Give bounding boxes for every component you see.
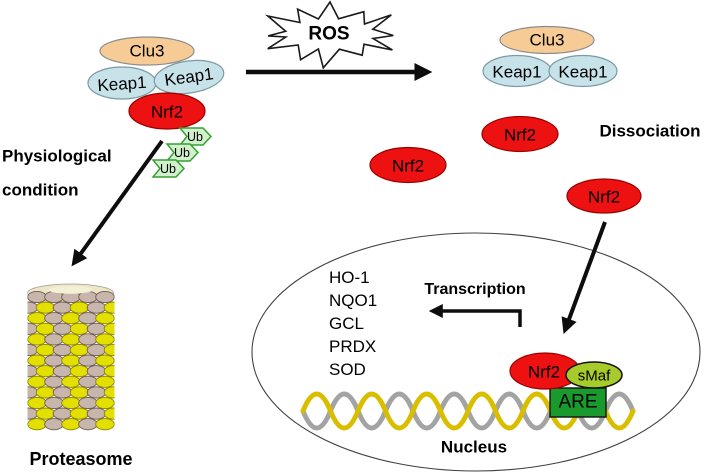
- nrf2-left-label: Nrf2: [150, 102, 184, 122]
- gene-gcl: GCL: [329, 314, 364, 333]
- ub-label-3: Ub: [160, 161, 176, 176]
- are-box: [549, 387, 607, 418]
- keap1-left-a-label: Keap1: [96, 72, 148, 96]
- gene-prdx: PRDX: [329, 337, 377, 356]
- nrf2-nucleus-label: Nrf2: [527, 362, 561, 382]
- keap1-right-a-label: Keap1: [492, 62, 542, 82]
- nrf2-free-left-ellipse: [369, 146, 447, 184]
- keap1-right-b-ellipse: [548, 54, 618, 88]
- nucleus-membrane: [251, 232, 701, 472]
- gene-nqo1: NQO1: [329, 291, 378, 310]
- target-gene-list: HO-1 NQO1 GCL PRDX SOD: [329, 269, 377, 384]
- transcription-arrow: [428, 304, 522, 327]
- ub-tag-icon: [151, 159, 186, 178]
- smaf-label: sMaf: [577, 367, 611, 385]
- transcription-label: Transcription: [424, 281, 526, 298]
- are-label: ARE: [558, 391, 598, 413]
- clu3-left-ellipse: [99, 36, 195, 66]
- degradation-arrow: [71, 139, 164, 267]
- ros-label: ROS: [308, 23, 350, 45]
- gene-ho1: HO-1: [329, 268, 370, 287]
- condition-label-line2: condition: [2, 180, 79, 200]
- keap1-right-b-label: Keap1: [558, 62, 608, 82]
- keap1-left-b-ellipse: [153, 59, 225, 95]
- proteasome-barrel-icon: [27, 283, 115, 431]
- proteasome-label: Proteasome: [29, 449, 133, 469]
- ub-label-1: Ub: [187, 129, 203, 144]
- nrf2-free-right-ellipse: [566, 178, 642, 214]
- ub-label-2: Ub: [174, 145, 190, 160]
- dissociation-label: Dissociation: [599, 121, 701, 141]
- ub-tag-icon: [178, 127, 213, 146]
- nrf2-free-right-label: Nrf2: [587, 187, 621, 207]
- clu3-right-label: Clu3: [529, 30, 565, 50]
- gene-sod: SOD: [329, 360, 366, 379]
- ub-tag-icon: [165, 143, 200, 162]
- nrf2-free-top-label: Nrf2: [503, 125, 537, 145]
- ros-burst-icon: [264, 0, 394, 70]
- nucleus-label: Nucleus: [440, 437, 508, 457]
- nrf2-free-top-ellipse: [481, 115, 559, 153]
- condition-label-line1: Physiological: [2, 146, 112, 166]
- nuclear-import-arrow: [561, 221, 607, 335]
- smaf-ellipse: [565, 361, 623, 389]
- clu3-left-label: Clu3: [129, 41, 165, 61]
- clu3-right-ellipse: [499, 25, 595, 55]
- nrf2-free-left-label: Nrf2: [391, 156, 425, 176]
- nrf2-left-ellipse: [128, 92, 206, 130]
